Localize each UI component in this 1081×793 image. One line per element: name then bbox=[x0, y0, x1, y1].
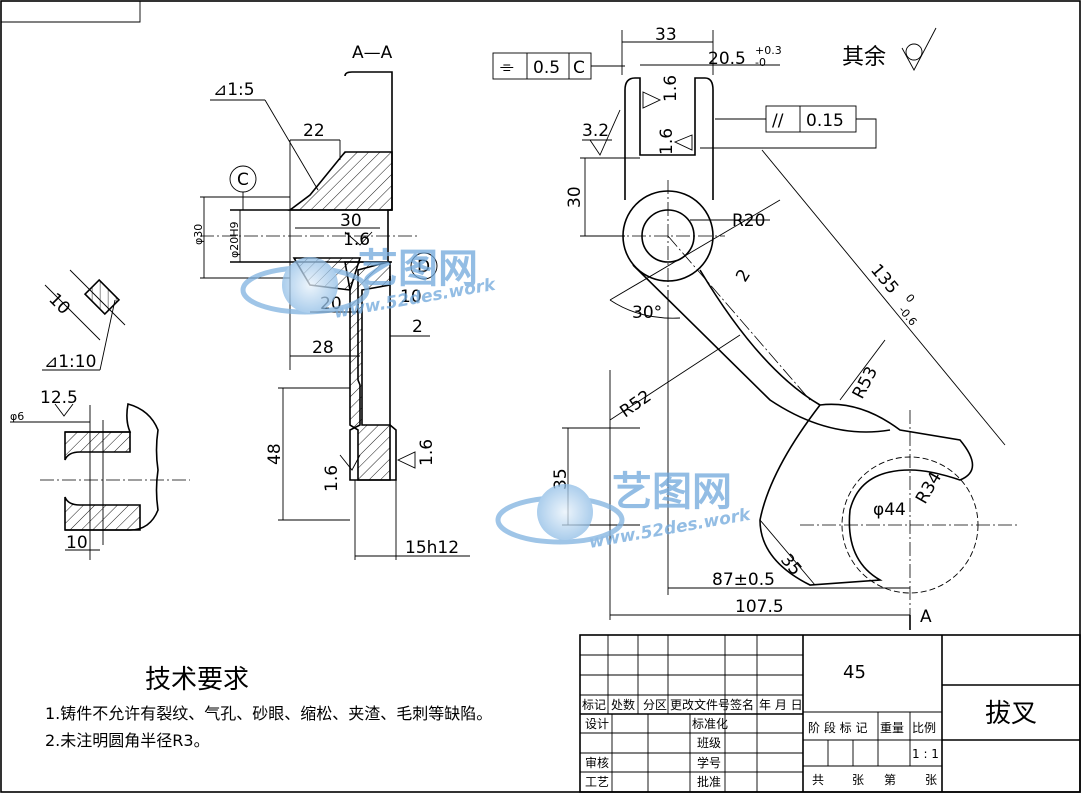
tb-biaoji: 标记 bbox=[582, 698, 606, 712]
dim-2b: 2 bbox=[412, 317, 423, 337]
surface-note-text: 其余 bbox=[842, 45, 886, 70]
flatness-datum: C bbox=[573, 58, 585, 78]
tb-total: 共 bbox=[812, 773, 824, 787]
tb-review: 审核 bbox=[585, 755, 609, 770]
hatch-hub-upper bbox=[287, 151, 393, 211]
dim-28: 28 bbox=[312, 338, 334, 358]
tb-student-no: 学号 bbox=[697, 755, 721, 770]
rough-12-5: 12.5 bbox=[40, 388, 78, 408]
dim-phi30: φ30 bbox=[192, 224, 205, 245]
tb-approve: 批准 bbox=[697, 774, 721, 789]
watermark-1: 艺图网 www.52des.work bbox=[240, 246, 499, 323]
tb-class: 班级 bbox=[697, 736, 721, 750]
rough-1-6-a: 1.6 bbox=[661, 75, 681, 102]
flatness-symbol: ⌯ bbox=[500, 57, 514, 77]
flatness-value: 0.5 bbox=[533, 58, 560, 78]
parallel-symbol: // bbox=[772, 111, 784, 131]
tb-part-name: 拔叉 bbox=[985, 699, 1037, 729]
detail-taper-pin: 10 ⊿1:10 bbox=[42, 269, 126, 372]
tol-135: -0.6 bbox=[896, 304, 920, 329]
watermark-brand-2: 艺图网 bbox=[612, 469, 732, 515]
tb-sheet1: 张 bbox=[852, 773, 864, 787]
tb-qianming: 签名 bbox=[730, 697, 754, 712]
tb-standard: 标准化 bbox=[692, 717, 728, 731]
parallel-frame: // 0.15 bbox=[700, 105, 877, 149]
rough-1-6-e: 1.6 bbox=[417, 439, 437, 466]
watermark-brand-1: 艺图网 bbox=[358, 246, 478, 292]
dim-10c: 10 bbox=[66, 533, 88, 553]
dim-r20: R20 bbox=[732, 211, 765, 231]
rest-roughness-symbol bbox=[901, 27, 937, 71]
technical-requirements: 技术要求 1.铸件不允许有裂纹、气孔、砂眼、缩松、夹渣、毛刺等缺陷。 2.未注明… bbox=[45, 665, 492, 750]
dim-15h12: 15h12 bbox=[405, 538, 459, 558]
requirements-title: 技术要求 bbox=[145, 665, 249, 695]
rough-1-6-b: 1.6 bbox=[657, 128, 677, 155]
tb-chushu: 处数 bbox=[611, 697, 635, 712]
dim-30h: 30 bbox=[340, 211, 362, 231]
rough-1-6-c: 1.6 bbox=[343, 230, 370, 250]
tb-gengai: 更改文件号 bbox=[670, 697, 730, 712]
tb-weight: 重量 bbox=[880, 721, 904, 735]
dim-33: 33 bbox=[655, 25, 677, 45]
tb-date: 年 月 日 bbox=[759, 698, 803, 712]
tb-ratio: 比例 bbox=[912, 721, 936, 735]
tb-design: 设计 bbox=[585, 717, 609, 731]
dim-30v: 30 bbox=[565, 186, 585, 208]
dim-20-5: 20.5 bbox=[708, 49, 746, 69]
watermark-2: 艺图网 www.52des.work bbox=[495, 469, 754, 553]
dim-2a: 2 bbox=[732, 266, 755, 286]
hatch-web bbox=[344, 261, 391, 481]
rough-1-6-d: 1.6 bbox=[322, 465, 342, 492]
dim-87: 87±0.5 bbox=[712, 570, 775, 590]
requirement-2: 2.未注明圆角半径R3。 bbox=[45, 731, 210, 750]
taper-1-10: ⊿1:10 bbox=[44, 352, 96, 372]
dim-r53: R53 bbox=[849, 363, 882, 402]
flatness-frame: ⌯ 0.5 C bbox=[492, 52, 625, 80]
corner-box bbox=[1, 1, 141, 23]
tol-up: +0.3 bbox=[755, 44, 782, 57]
tb-sheet2: 张 bbox=[925, 773, 937, 787]
detail-section-hole: φ6 12.5 10 bbox=[10, 388, 190, 560]
dim-22: 22 bbox=[303, 121, 325, 141]
dim-135: 135 bbox=[866, 260, 902, 298]
parallel-value: 0.15 bbox=[806, 111, 844, 131]
datum-d-bubble bbox=[410, 252, 438, 280]
view-a-label: A bbox=[920, 607, 932, 627]
dim-phi20: φ20H9 bbox=[228, 221, 241, 258]
datum-c: C bbox=[237, 170, 249, 190]
tb-fenqu: 分区 bbox=[643, 698, 667, 712]
dim-10b: 10 bbox=[44, 289, 73, 318]
requirement-1: 1.铸件不允许有裂纹、气孔、砂眼、缩松、夹渣、毛刺等缺陷。 bbox=[45, 704, 492, 723]
title-block: 标记 处数 分区 更改文件号 签名 年 月 日 设计 标准化 班级 审核 学号 … bbox=[579, 634, 1081, 793]
dim-10a: 10 bbox=[400, 287, 422, 307]
dim-35d: 35 bbox=[776, 550, 805, 579]
dim-r52: R52 bbox=[616, 387, 655, 423]
dim-48: 48 bbox=[265, 443, 285, 465]
section-label: A—A bbox=[352, 43, 393, 63]
tb-stage: 阶 段 标 记 bbox=[808, 720, 867, 735]
tb-material: 45 bbox=[843, 662, 866, 683]
taper-1-5: ⊿1:5 bbox=[213, 80, 255, 100]
datum-d: D bbox=[417, 257, 430, 277]
tb-scale: 1 : 1 bbox=[912, 747, 939, 761]
tb-page: 第 bbox=[884, 773, 896, 787]
rough-3-2: 3.2 bbox=[582, 121, 609, 141]
dim-phi44: φ44 bbox=[873, 500, 906, 520]
dim-phi6: φ6 bbox=[10, 410, 24, 423]
dim-angle-30: 30° bbox=[632, 303, 662, 323]
tol-lo: -0 bbox=[755, 56, 766, 69]
dim-107: 107.5 bbox=[735, 597, 784, 617]
tb-process: 工艺 bbox=[585, 775, 609, 789]
